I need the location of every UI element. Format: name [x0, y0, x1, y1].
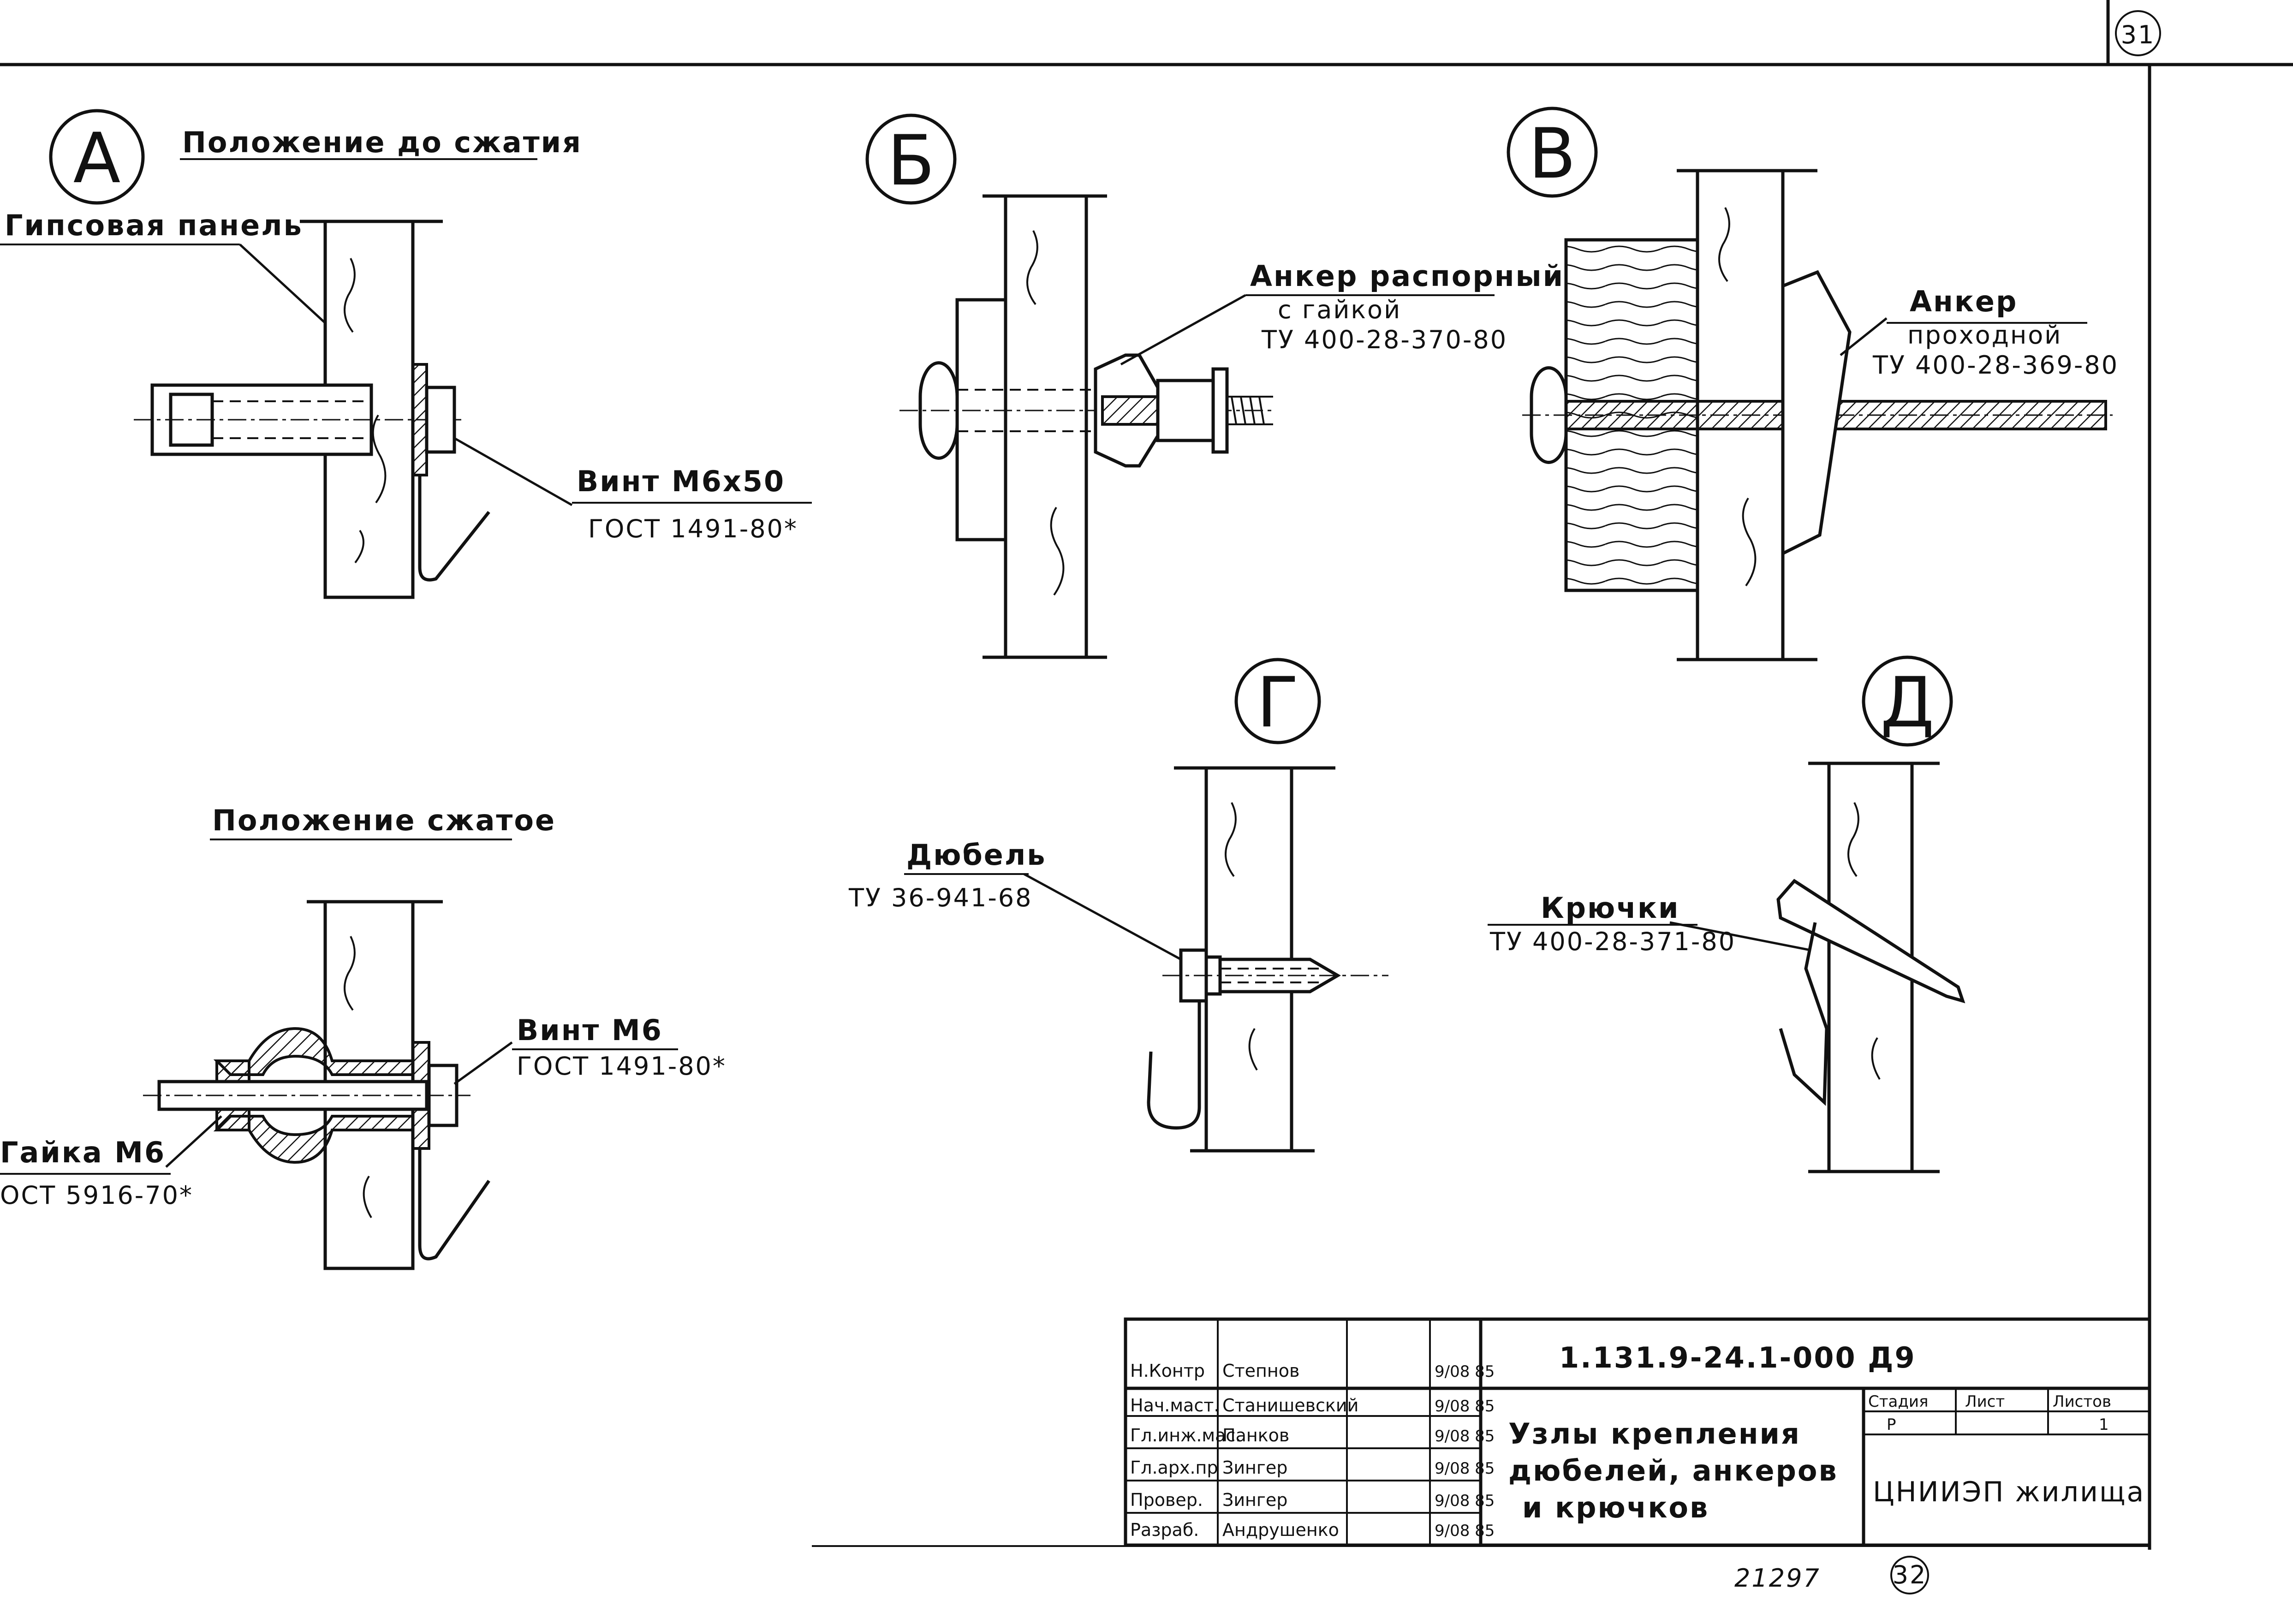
- svg-text:Д: Д: [1880, 663, 1934, 743]
- svg-text:Б: Б: [887, 121, 935, 201]
- anchor-b-label-2: с гайкой: [1278, 295, 1401, 324]
- drawing-title-line3: и крючков: [1522, 1491, 1709, 1524]
- organization-name: ЦНИИЭП жилища: [1873, 1476, 2145, 1508]
- nut-label: Гайка М6: [0, 1136, 166, 1169]
- svg-text:32: 32: [1893, 1560, 1927, 1589]
- tb-date-1: 9/08 85: [1435, 1397, 1495, 1416]
- svg-text:В: В: [1529, 114, 1576, 194]
- anchor-v-label-1: Анкер: [1910, 285, 2018, 318]
- svg-text:А: А: [73, 119, 121, 199]
- tb-name-5: Андрушенко: [1222, 1520, 1339, 1540]
- doc-code: 1.131.9-24.1-000 Д9: [1559, 1341, 1916, 1374]
- tb-name-3: Зингер: [1222, 1457, 1287, 1478]
- screw2-standard: ГОСТ 1491-80*: [517, 1052, 727, 1081]
- detail-b: Б Анкер распорный с гайкой ТУ 400-28-370…: [865, 113, 1564, 659]
- anchor-b-standard: ТУ 400-28-370-80: [1261, 325, 1507, 354]
- tb-role-2: Гл.инж.мас.: [1130, 1425, 1241, 1446]
- tb-role-4: Провер.: [1130, 1490, 1203, 1510]
- svg-text:Г: Г: [1257, 663, 1298, 743]
- anchor-v-label-2: проходной: [1907, 321, 2062, 350]
- tb-name-0: Степнов: [1222, 1361, 1299, 1381]
- anchor-v-standard: ТУ 400-28-369-80: [1872, 351, 2119, 380]
- tb-name-2: Панков: [1222, 1425, 1289, 1446]
- col-sheets-header: Листов: [2053, 1392, 2111, 1411]
- detail-a-compressed: Положение сжатое Винт М6 ГОСТ 1491-80* Г…: [0, 803, 727, 1270]
- detail-g: Г Дюбель ТУ 36-941-68: [848, 658, 1388, 1153]
- nut-standard: ОСТ 5916-70*: [0, 1181, 193, 1210]
- stage-value: Р: [1887, 1416, 1896, 1434]
- col-stage-header: Стадия: [1868, 1392, 1928, 1411]
- drawing-title-line2: дюбелей, анкеров: [1508, 1454, 1838, 1487]
- col-sheet-header: Лист: [1965, 1392, 2005, 1411]
- tb-date-5: 9/08 85: [1435, 1522, 1495, 1540]
- archive-number: 21297: [1734, 1564, 1821, 1593]
- sheet-frame: [0, 0, 2293, 1550]
- detail-v: В Анкер проходной ТУ 400-28-369-80: [1507, 107, 2119, 661]
- panel-speckle: [344, 258, 387, 564]
- drawing-title-line1: Узлы крепления: [1508, 1417, 1801, 1451]
- screw-standard: ГОСТ 1491-80*: [588, 514, 798, 543]
- detail-a-uncompressed: А Положение до сжатия Гипсовая панель Ви…: [0, 109, 812, 599]
- detail-a-title-compressed: Положение сжатое: [212, 803, 556, 837]
- screw2-label: Винт М6: [517, 1013, 663, 1047]
- hook-standard: ТУ 400-28-371-80: [1489, 927, 1736, 956]
- sheet-count-value: 1: [2099, 1416, 2109, 1434]
- svg-text:31: 31: [2121, 20, 2156, 49]
- page-number-top: 31: [2115, 10, 2161, 56]
- tb-name-4: Зингер: [1222, 1490, 1287, 1510]
- detail-b-marker: Б: [865, 113, 957, 205]
- detail-a-title-uncompressed: Положение до сжатия: [182, 125, 582, 159]
- tb-role-3: Гл.арх.пр: [1130, 1457, 1218, 1478]
- anchor-b-label-1: Анкер распорный: [1250, 259, 1564, 293]
- screw-label: Винт М6х50: [577, 464, 785, 498]
- detail-a-marker: А: [49, 109, 145, 205]
- tb-date-3: 9/08 85: [1435, 1459, 1495, 1478]
- panel-label: Гипсовая панель: [5, 208, 303, 242]
- detail-g-marker: Г: [1234, 658, 1321, 744]
- dowel-standard: ТУ 36-941-68: [848, 883, 1033, 912]
- hook-label: Крючки: [1541, 891, 1680, 925]
- detail-d: Д Крючки ТУ 400-28-371-80: [1488, 655, 1965, 1173]
- tb-name-1: Станишевский: [1222, 1395, 1358, 1416]
- tb-role-1: Нач.маст.: [1130, 1395, 1219, 1416]
- tb-date-4: 9/08 85: [1435, 1492, 1495, 1510]
- tb-role-5: Разраб.: [1130, 1520, 1199, 1540]
- tb-date-2: 9/08 85: [1435, 1427, 1495, 1446]
- tb-role-0: Н.Контр: [1130, 1361, 1205, 1381]
- detail-v-marker: В: [1507, 107, 1598, 198]
- dowel-label: Дюбель: [906, 838, 1046, 872]
- title-block: Н.Контр Степнов 9/08 85 Нач.маст. Станиш…: [1124, 1317, 2151, 1547]
- detail-d-marker: Д: [1862, 655, 1953, 747]
- tb-date-0: 9/08 85: [1435, 1362, 1495, 1381]
- page-number-bottom: 32: [1890, 1556, 1929, 1594]
